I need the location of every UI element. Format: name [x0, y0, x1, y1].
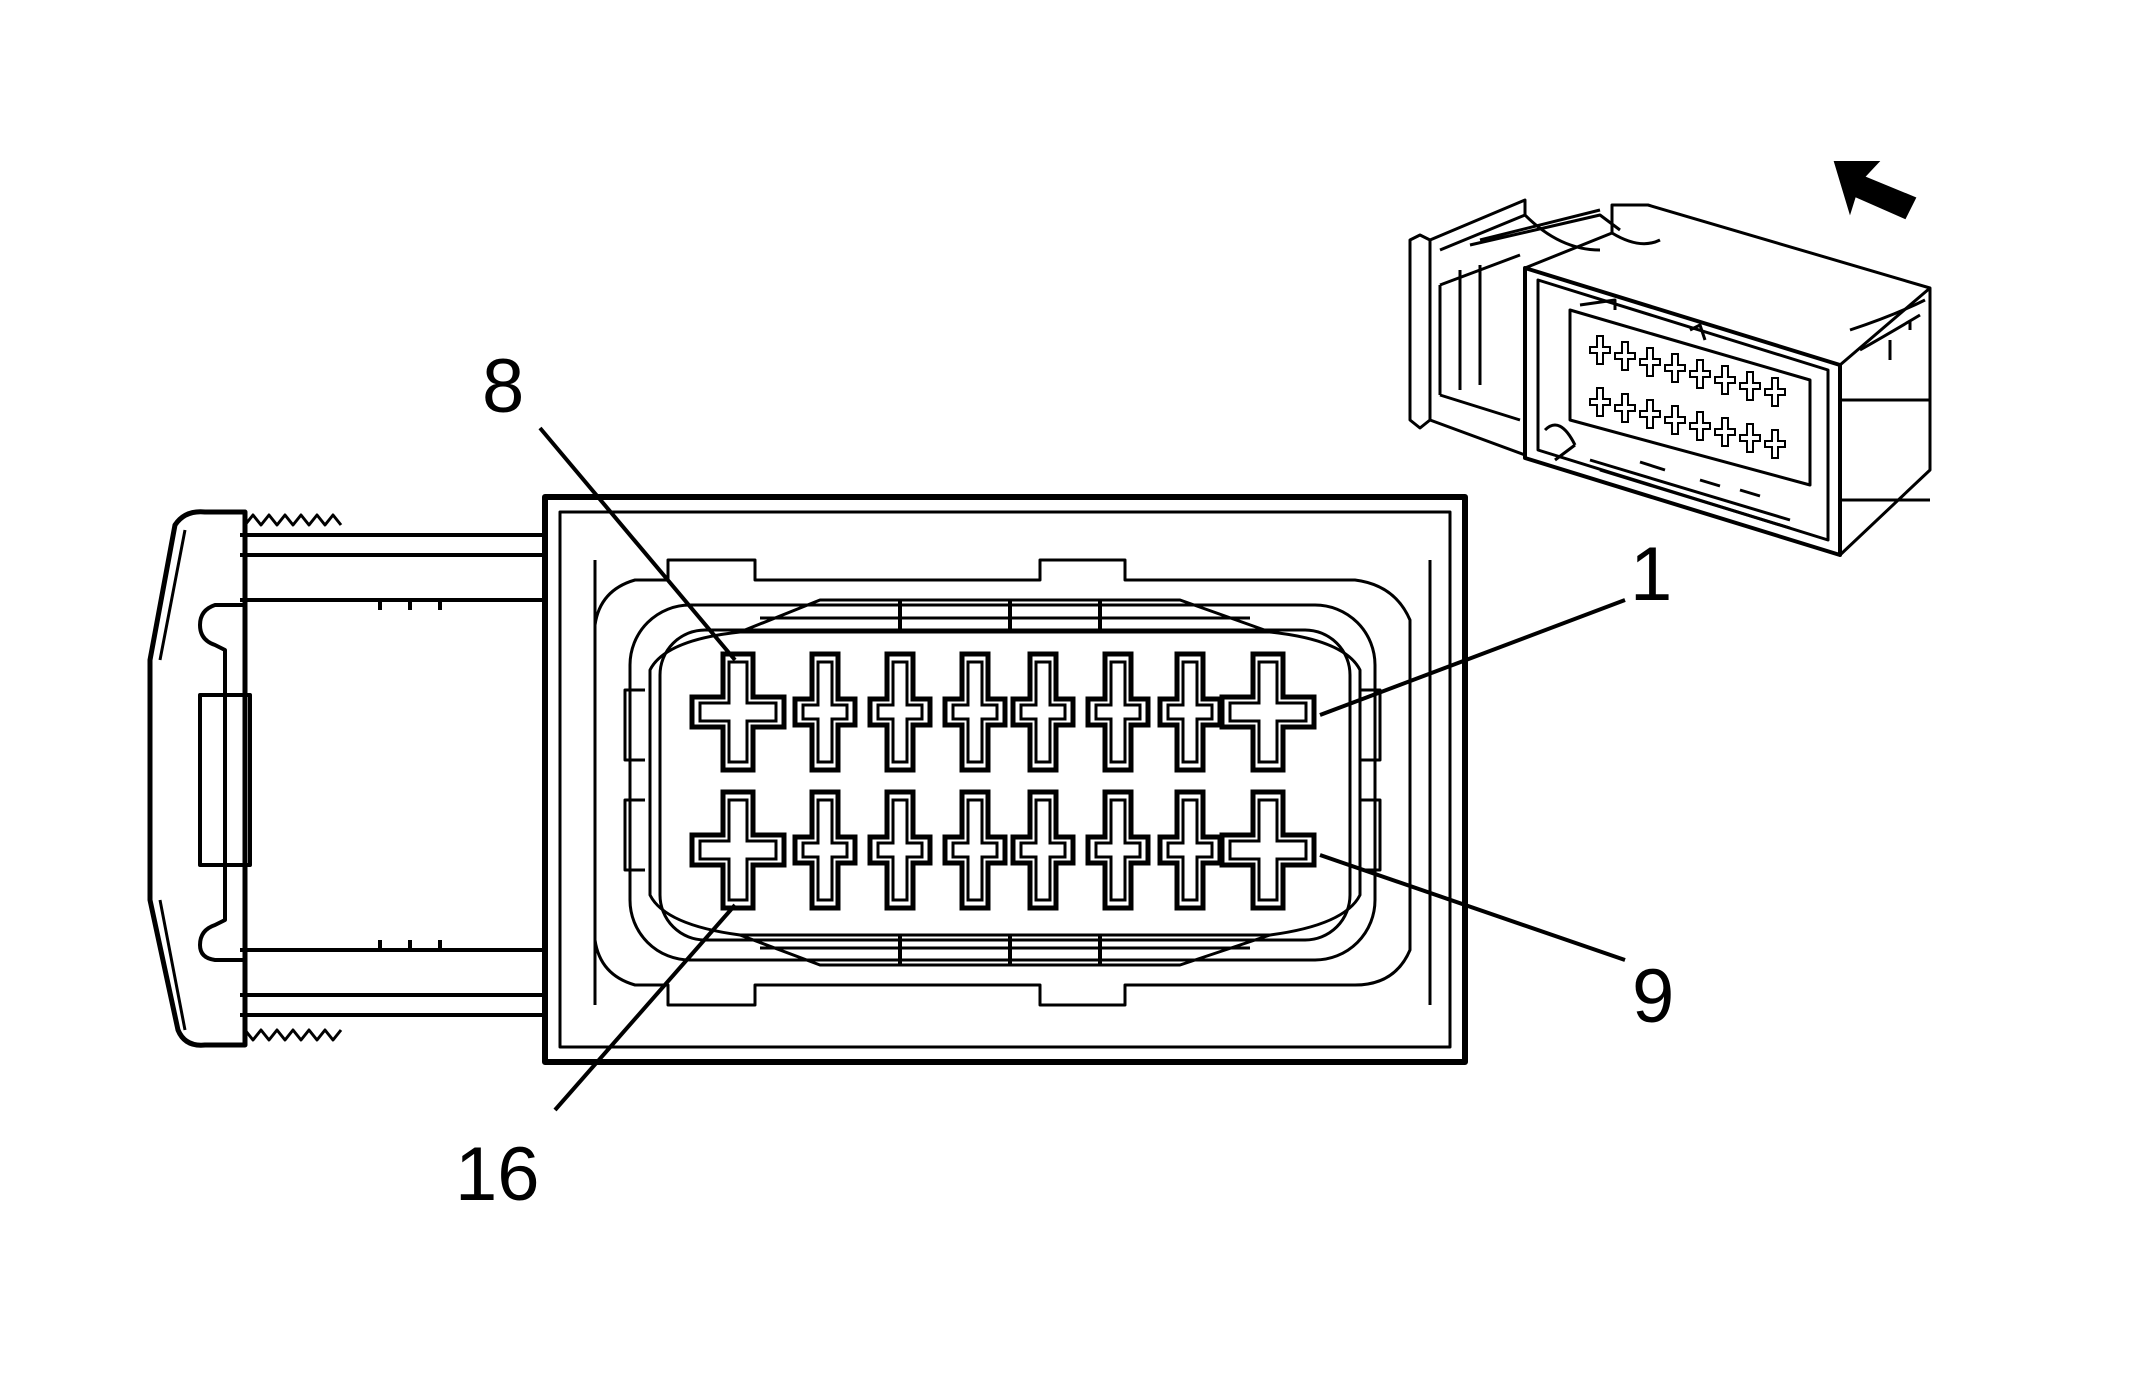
pin-label-8: 8	[482, 344, 524, 429]
terminal-cavity-14	[867, 789, 933, 911]
inset-terminal-cavity	[1614, 341, 1636, 371]
terminal-cavity-1	[1219, 651, 1317, 773]
inset-terminal-cavity	[1664, 353, 1686, 383]
connector-inset-icon	[1408, 198, 1932, 557]
connector-shroud	[593, 560, 1432, 1005]
inset-terminal-cavities	[1589, 335, 1786, 459]
pin-label-9: 9	[1632, 954, 1674, 1039]
connector-latch	[147, 509, 545, 1048]
inset-terminal-cavity	[1664, 405, 1686, 435]
leader-line-pin-16	[553, 903, 737, 1112]
leader-line-pin-1	[1319, 598, 1626, 717]
terminal-cavity-3	[1085, 651, 1151, 773]
terminal-cavity-15	[792, 789, 858, 911]
inset-terminal-cavity	[1739, 371, 1761, 401]
inset-terminal-cavity	[1614, 393, 1636, 423]
terminal-cavity-11	[1085, 789, 1151, 911]
terminal-cavity-9	[1219, 789, 1317, 911]
connector-housing-inner	[558, 510, 1452, 1049]
inset-terminal-cavity	[1689, 359, 1711, 389]
terminal-cavity-5	[942, 651, 1008, 773]
pin-label-1: 1	[1630, 532, 1672, 617]
inset-terminal-cavity	[1714, 365, 1736, 395]
inset-terminal-cavity	[1764, 377, 1786, 407]
terminal-cavity-4	[1010, 651, 1076, 773]
terminal-cavity-6	[867, 651, 933, 773]
terminal-cavities	[689, 651, 1317, 911]
leader-line-pin-8	[538, 426, 737, 662]
terminal-cavity-10	[1157, 789, 1223, 911]
terminal-cavity-12	[1010, 789, 1076, 911]
connector-seal	[628, 603, 1377, 962]
terminal-cavity-13	[942, 789, 1008, 911]
leader-lines	[538, 426, 1626, 1112]
view-direction-arrow-icon	[1833, 161, 1917, 220]
inset-terminal-cavity	[1639, 399, 1661, 429]
terminal-cavity-8	[689, 651, 787, 773]
inset-terminal-cavity	[1589, 387, 1611, 417]
terminal-cavity-7	[792, 651, 858, 773]
pin-label-16: 16	[455, 1132, 540, 1217]
inset-terminal-cavity	[1589, 335, 1611, 365]
inset-terminal-cavity	[1764, 429, 1786, 459]
leader-line-pin-9	[1319, 853, 1626, 962]
terminal-cavity-2	[1157, 651, 1223, 773]
terminal-cavity-16	[689, 789, 787, 911]
inset-terminal-cavity	[1714, 417, 1736, 447]
inset-terminal-cavity	[1639, 347, 1661, 377]
inset-terminal-cavity	[1689, 411, 1711, 441]
inset-terminal-cavity	[1739, 423, 1761, 453]
connector-housing-outer	[542, 494, 1468, 1065]
connector-face-view	[147, 494, 1468, 1065]
